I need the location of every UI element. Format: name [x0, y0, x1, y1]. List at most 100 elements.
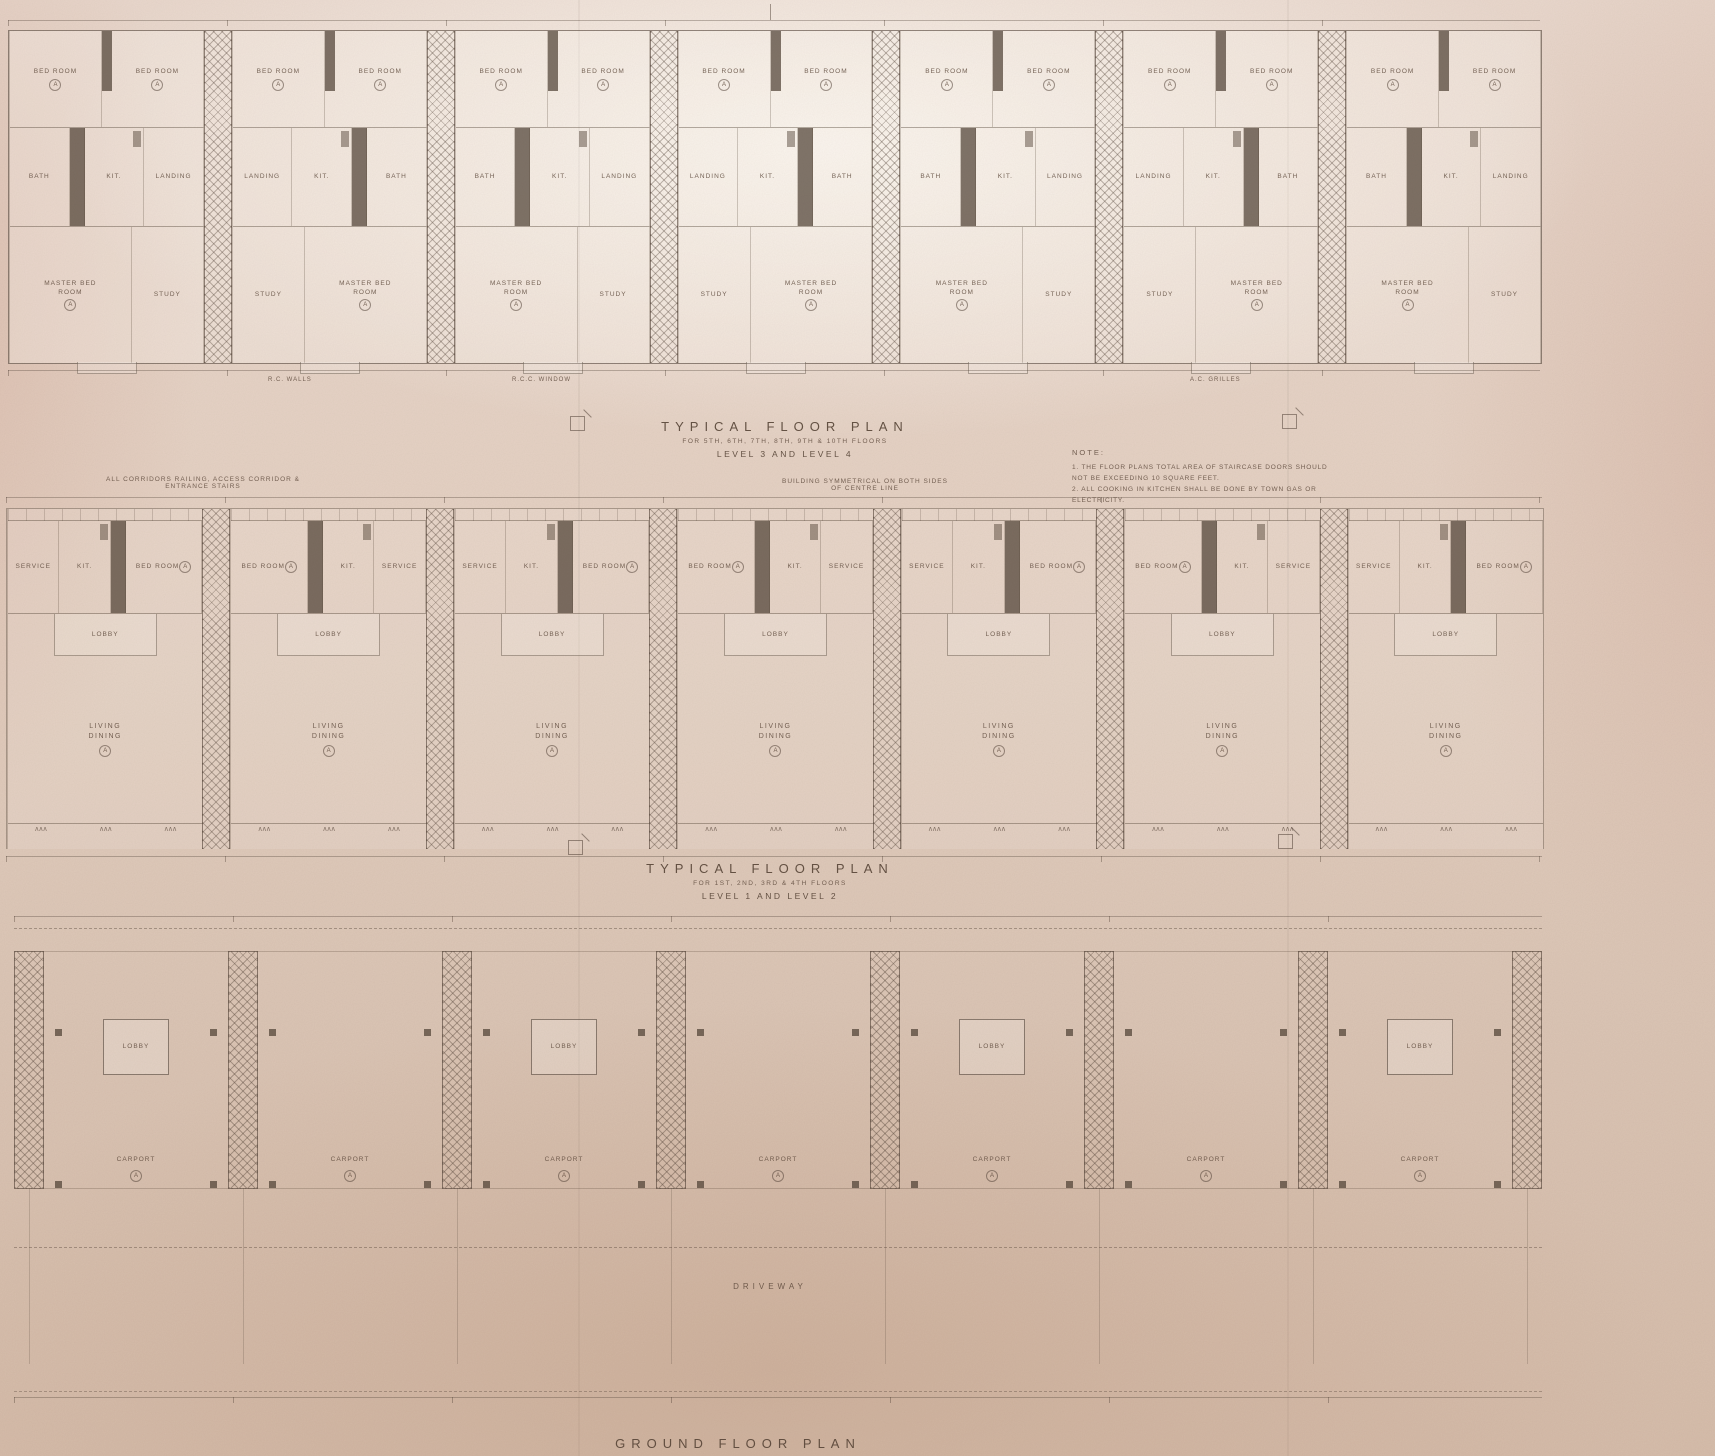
- duct-block: [797, 128, 813, 226]
- unit-tag: A: [986, 1170, 998, 1182]
- wardrobe-block: [1439, 31, 1450, 91]
- room-label: BATH: [1366, 173, 1387, 181]
- stair-core: [872, 509, 901, 849]
- room-kitchen: KIT.: [323, 521, 375, 613]
- duct-block: [1243, 128, 1259, 226]
- room-label: BED ROOM: [479, 68, 523, 76]
- room-label: BED ROOM: [1148, 68, 1192, 76]
- column-pillar: [697, 1181, 705, 1188]
- room-label: BATH: [28, 173, 50, 181]
- unit-tag: A: [940, 78, 953, 91]
- stair-core: [203, 31, 232, 363]
- column-pillar: [911, 1181, 919, 1188]
- room-label: KIT.: [552, 173, 568, 181]
- stair-core: [1319, 509, 1348, 849]
- stair-core: [649, 31, 678, 363]
- balcony-rail-icon: ∧∧∧: [769, 826, 782, 833]
- unit-tag: A: [718, 78, 731, 91]
- room-service: SERVICE: [8, 521, 60, 613]
- room-kitchen: KIT.: [1422, 128, 1482, 226]
- room-study: STUDY: [1469, 227, 1542, 363]
- room-label: LANDING: [601, 173, 638, 181]
- room-lobby: LOBBY: [1170, 614, 1274, 656]
- dimension-line: [14, 1397, 1542, 1403]
- room-label: LANDING: [244, 173, 281, 181]
- plan-title: TYPICAL FLOOR PLAN: [661, 419, 909, 434]
- column-pillar: [55, 1181, 63, 1188]
- room-study: STUDY: [1124, 227, 1197, 363]
- unit-tag: A: [495, 78, 508, 91]
- room-study: STUDY: [1023, 227, 1096, 363]
- section-marker-icon: [570, 416, 585, 431]
- unit-tag: A: [179, 561, 192, 573]
- duct-block: [308, 521, 324, 613]
- balcony-rail-icon: ∧∧∧: [834, 826, 847, 833]
- column-pillar: [851, 1181, 859, 1188]
- room-bath: BATH: [10, 128, 70, 226]
- stair-core: [1096, 509, 1125, 849]
- room-label: BED ROOM: [1029, 563, 1073, 571]
- room-lobby: LOBBY: [1394, 614, 1498, 656]
- room-service: SERVICE: [374, 521, 426, 613]
- material-caption: A.C. GRILLES: [1190, 377, 1241, 383]
- room-label: LANDING: [689, 173, 726, 181]
- hall-row: LOBBY: [231, 614, 425, 656]
- room-label: SERVICE: [1275, 563, 1312, 571]
- room-label: KIT.: [314, 173, 330, 181]
- unit-tag: A: [546, 745, 559, 758]
- room-label: CARPORT: [544, 1156, 584, 1163]
- duct-block: [1451, 521, 1467, 613]
- room-label: CARPORT: [1400, 1156, 1440, 1163]
- hall-row: LOBBY: [902, 614, 1096, 656]
- column-pillar: [423, 1029, 431, 1036]
- balcony-row: ∧∧∧∧∧∧∧∧∧: [454, 823, 650, 849]
- unit-tag: A: [359, 299, 372, 312]
- stair-tower: [1084, 951, 1114, 1364]
- room-service: SERVICE: [902, 521, 954, 613]
- unit-tag: A: [1265, 78, 1278, 91]
- room-service: SERVICE: [455, 521, 507, 613]
- balcony-rail-icon: ∧∧∧: [34, 826, 47, 833]
- centre-line-marker: [770, 4, 771, 20]
- room-label: LIVING DINING: [88, 722, 122, 740]
- column-pillar: [1279, 1029, 1287, 1036]
- column-pillar: [1339, 1181, 1347, 1188]
- column-pillar: [911, 1029, 919, 1036]
- duct-block: [515, 128, 531, 226]
- plan-title-block: TYPICAL FLOOR PLAN FOR 5TH, 6TH, 7TH, 8T…: [615, 419, 955, 459]
- room-lobby: LOBBY: [500, 614, 604, 656]
- room-label: STUDY: [599, 291, 627, 299]
- dimension-line: [8, 370, 1540, 376]
- column-pillar: [1125, 1181, 1133, 1188]
- unit-tag: A: [1414, 1170, 1426, 1182]
- unit-tag: A: [130, 1170, 142, 1182]
- dimension-line: [14, 916, 1542, 922]
- room-label: LIVING DINING: [311, 722, 346, 740]
- room-label: BATH: [1277, 173, 1299, 181]
- room-service: SERVICE: [1268, 521, 1320, 613]
